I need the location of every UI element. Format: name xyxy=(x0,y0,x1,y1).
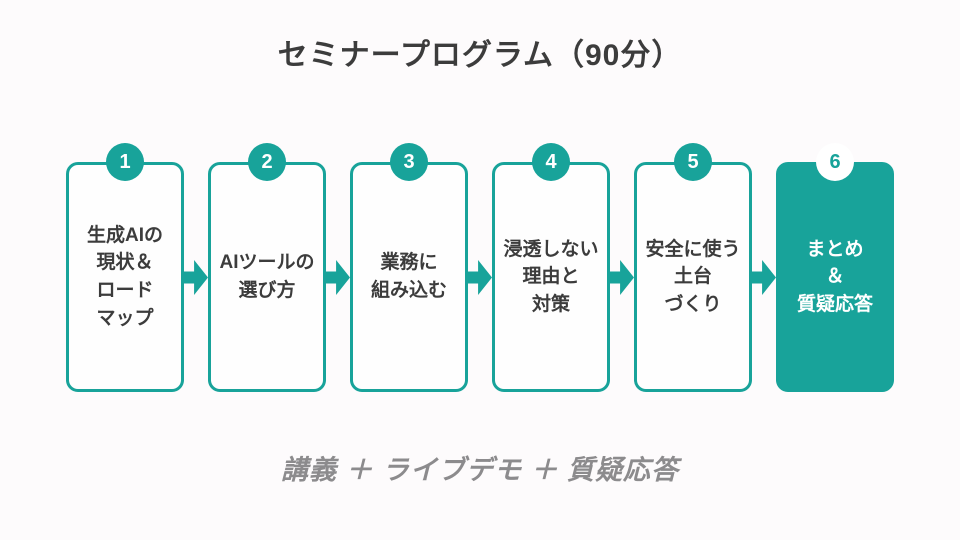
step-6-card: まとめ ＆ 質疑応答 xyxy=(776,162,894,392)
step-6-number-badge: 6 xyxy=(816,143,854,181)
step-5-card: 安全に使う 土台 づくり xyxy=(634,162,752,392)
step-1: 1 生成AIの 現状＆ ロード マップ xyxy=(66,143,184,392)
page-title: セミナープログラム（90分） xyxy=(277,39,683,72)
program-flow: 1 生成AIの 現状＆ ロード マップ 2 AIツールの 選び方 3 業務に 組… xyxy=(0,143,960,392)
step-6: 6 まとめ ＆ 質疑応答 xyxy=(776,143,894,392)
step-1-label-line: 生成AIの xyxy=(86,224,163,246)
step-2-card: AIツールの 選び方 xyxy=(208,162,326,392)
arrow-right-icon xyxy=(610,260,634,295)
step-1-card: 生成AIの 現状＆ ロード マップ xyxy=(66,162,184,392)
step-4-label-line: 浸透しない xyxy=(503,238,599,260)
step-6-label-line: まとめ xyxy=(806,238,864,260)
step-4-label-line: 対策 xyxy=(531,293,570,315)
step-4-label-line: 理由と xyxy=(522,266,580,288)
footer-note: 講義 ＋ ライブデモ ＋ 質疑応答 xyxy=(280,455,679,485)
arrow-right-icon xyxy=(184,260,208,295)
step-2-label-line: AIツールの xyxy=(219,252,315,274)
step-1-label-line: 現状＆ xyxy=(96,252,154,274)
step-3: 3 業務に 組み込む xyxy=(350,143,468,392)
step-4-card: 浸透しない 理由と 対策 xyxy=(492,162,610,392)
step-5-number-badge: 5 xyxy=(674,143,712,181)
step-6-label-line: ＆ xyxy=(825,266,845,288)
arrow-right-icon xyxy=(752,260,776,295)
step-3-label-line: 業務に xyxy=(380,252,438,274)
step-3-card: 業務に 組み込む xyxy=(350,162,468,392)
arrow-right-icon xyxy=(326,260,350,295)
step-2-label-line: 選び方 xyxy=(238,280,296,301)
step-2: 2 AIツールの 選び方 xyxy=(208,143,326,392)
step-5-label-line: 土台 xyxy=(673,266,712,288)
step-4: 4 浸透しない 理由と 対策 xyxy=(492,143,610,392)
step-5: 5 安全に使う 土台 づくり xyxy=(634,143,752,392)
step-1-number-badge: 1 xyxy=(106,143,144,181)
step-2-number-badge: 2 xyxy=(248,143,286,181)
step-6-label-line: 質疑応答 xyxy=(796,293,873,315)
step-5-label-line: づくり xyxy=(664,293,722,315)
step-3-number-badge: 3 xyxy=(390,143,428,181)
step-5-label-line: 安全に使う xyxy=(645,238,741,260)
step-3-label-line: 組み込む xyxy=(370,280,447,301)
arrow-right-icon xyxy=(468,260,492,295)
step-1-label-line: マップ xyxy=(96,307,154,329)
step-1-label-line: ロード xyxy=(96,280,154,301)
step-4-number-badge: 4 xyxy=(532,143,570,181)
